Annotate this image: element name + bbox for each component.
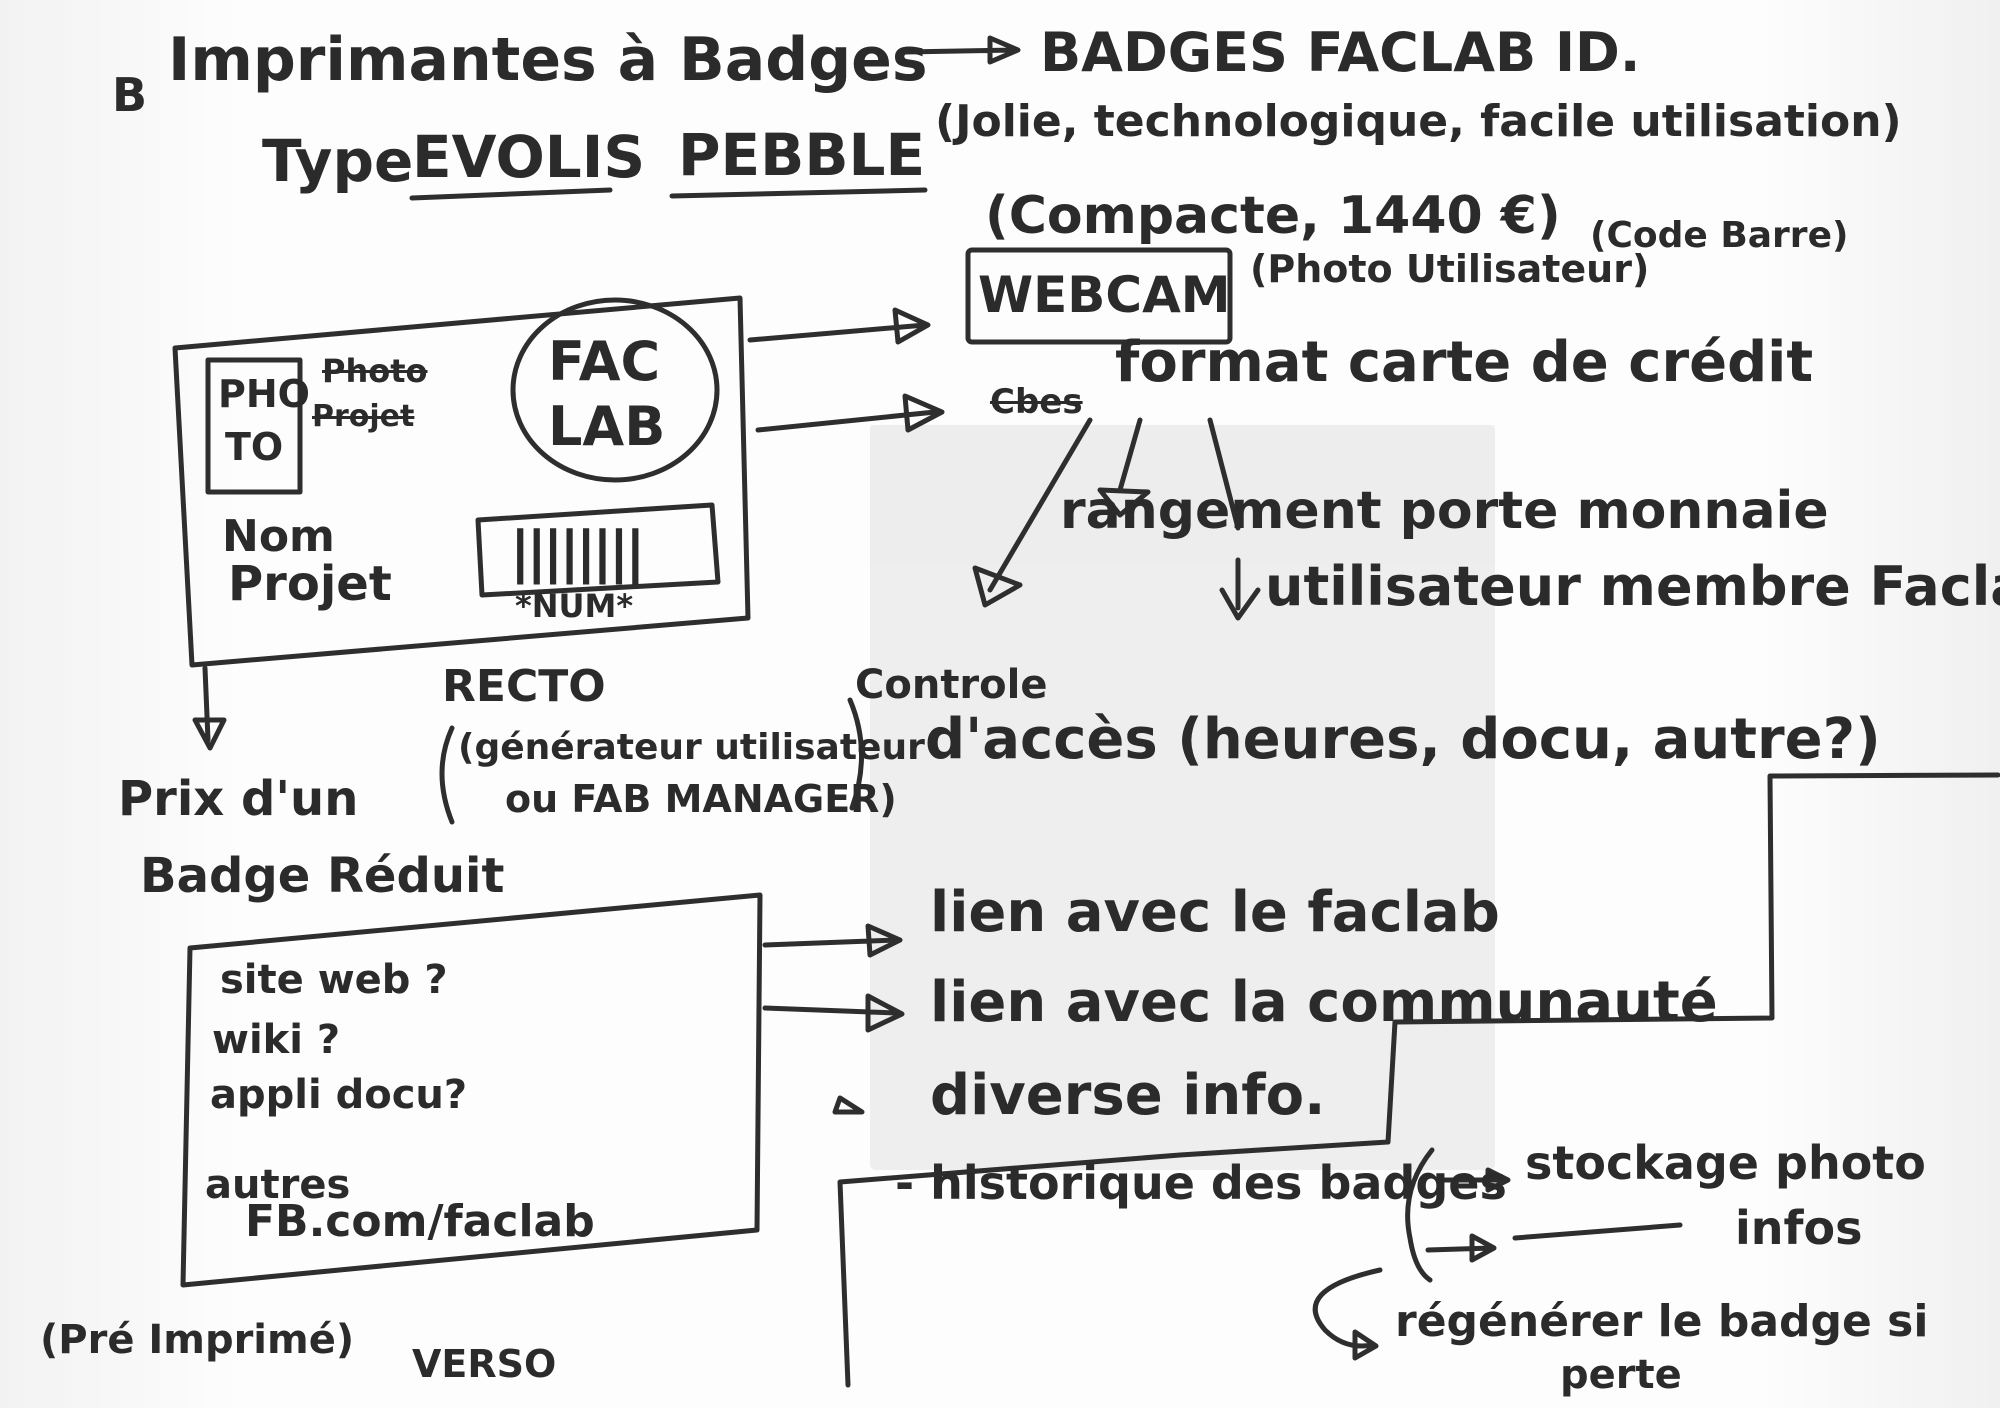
- access-title: Controle: [855, 662, 1048, 708]
- arrow-history-info: [1425, 1233, 1497, 1263]
- recto-name-line1: Nom: [222, 511, 335, 562]
- branch-wallet: rangement porte monnaie: [1060, 481, 1829, 541]
- type-model: PEBBLE: [678, 121, 926, 189]
- recto-barcode-bars: ||||||||: [510, 520, 646, 585]
- underline-evolis: [409, 187, 613, 201]
- branch-member: utilisateur membre Faclab: [1265, 555, 2000, 618]
- underline-pebble: [669, 187, 928, 199]
- recto-logo-line2: LAB: [548, 395, 666, 458]
- recto-logo-circle: [510, 297, 720, 483]
- recto-caption: RECTO: [442, 661, 606, 712]
- generator-line1: (générateur utilisateur: [458, 727, 925, 768]
- recto-card-outline: [172, 295, 751, 668]
- webcam-barcode-note: (Code Barre): [1590, 215, 1849, 256]
- history-regen-line2: perte: [1560, 1352, 1682, 1398]
- arrow-card-price: [192, 665, 227, 751]
- arrow-card-format: [755, 393, 945, 433]
- separator-line: [837, 772, 2000, 1388]
- recto-logo-line1: FAC: [548, 330, 661, 393]
- recto-photo-box: [205, 357, 303, 495]
- history-label: - historique des badges: [895, 1156, 1507, 1210]
- recto-barcode-num: *NUM*: [515, 587, 634, 625]
- history-storage: stockage photo: [1525, 1136, 1926, 1190]
- type-brand: EVOLIS: [412, 123, 646, 191]
- verso-card-outline: [180, 892, 763, 1288]
- reverse-side-bleed-band: [870, 425, 1495, 565]
- bullet-letter: B: [112, 68, 148, 122]
- webcam-photo-note: (Photo Utilisateur): [1250, 247, 1650, 291]
- generator-paren-right: [847, 697, 865, 811]
- arrow-title: [902, 35, 1021, 65]
- webcam-label: WEBCAM: [978, 266, 1231, 324]
- access-text: d'accès (heures, docu, autre?): [925, 707, 1881, 772]
- storage-underline: [1512, 1222, 1683, 1241]
- verso-preprinted: (Pré Imprimé): [40, 1317, 355, 1363]
- arrow-history-regen: [1312, 1267, 1383, 1361]
- arrow-verso-community: [762, 993, 905, 1033]
- arrow-format-member: [1207, 417, 1261, 621]
- price-line2: Badge Réduit: [140, 848, 505, 904]
- title-target: BADGES FACLAB ID.: [1040, 21, 1641, 84]
- link-faclab: lien avec le faclab: [930, 880, 1500, 945]
- arrow-format-access: [972, 417, 1093, 608]
- arrow-history-storage: [1437, 1167, 1511, 1193]
- verso-item-wiki: wiki ?: [212, 1017, 341, 1063]
- link-misc: diverse info.: [930, 1063, 1326, 1128]
- compact-price: (Compacte, 1440 €): [985, 186, 1561, 246]
- format-text: format carte de crédit: [1115, 330, 1814, 395]
- link-community: lien avec la communauté: [930, 970, 1718, 1035]
- webcam-box: [965, 247, 1233, 345]
- recto-photo-line2: TO: [225, 425, 284, 469]
- verso-fb-link: FB.com/faclab: [245, 1196, 595, 1247]
- format-crossed-word: Cbes: [990, 382, 1083, 422]
- price-line1: Prix d'un: [118, 771, 359, 827]
- arrow-card-webcam: [747, 307, 931, 345]
- qualities-note: (Jolie, technologique, facile utilisatio…: [935, 96, 1902, 147]
- generator-paren-left: [439, 725, 455, 825]
- verso-item-app: appli docu?: [210, 1072, 468, 1118]
- verso-item-others: autres: [205, 1162, 351, 1208]
- recto-crossed-line2: Projet: [312, 399, 415, 434]
- history-regen-line1: régénérer le badge si: [1395, 1296, 1929, 1347]
- type-label: Type: [262, 127, 414, 195]
- recto-barcode-box: [475, 502, 721, 598]
- arrow-verso-faclab: [762, 923, 903, 958]
- title-printers: Imprimantes à Badges: [168, 25, 928, 95]
- recto-photo-line1: PHO: [218, 372, 310, 416]
- arrow-verso-misc: [832, 1095, 865, 1115]
- recto-crossed-line1: Photo: [322, 352, 428, 390]
- recto-name-line2: Projet: [228, 556, 392, 612]
- generator-line2: ou FAB MANAGER): [505, 777, 897, 821]
- verso-item-website: site web ?: [220, 957, 448, 1003]
- arrow-format-wallet: [1097, 417, 1151, 518]
- verso-caption: VERSO: [412, 1342, 557, 1386]
- history-brace: [1405, 1147, 1435, 1283]
- history-storage-info: infos: [1735, 1201, 1863, 1255]
